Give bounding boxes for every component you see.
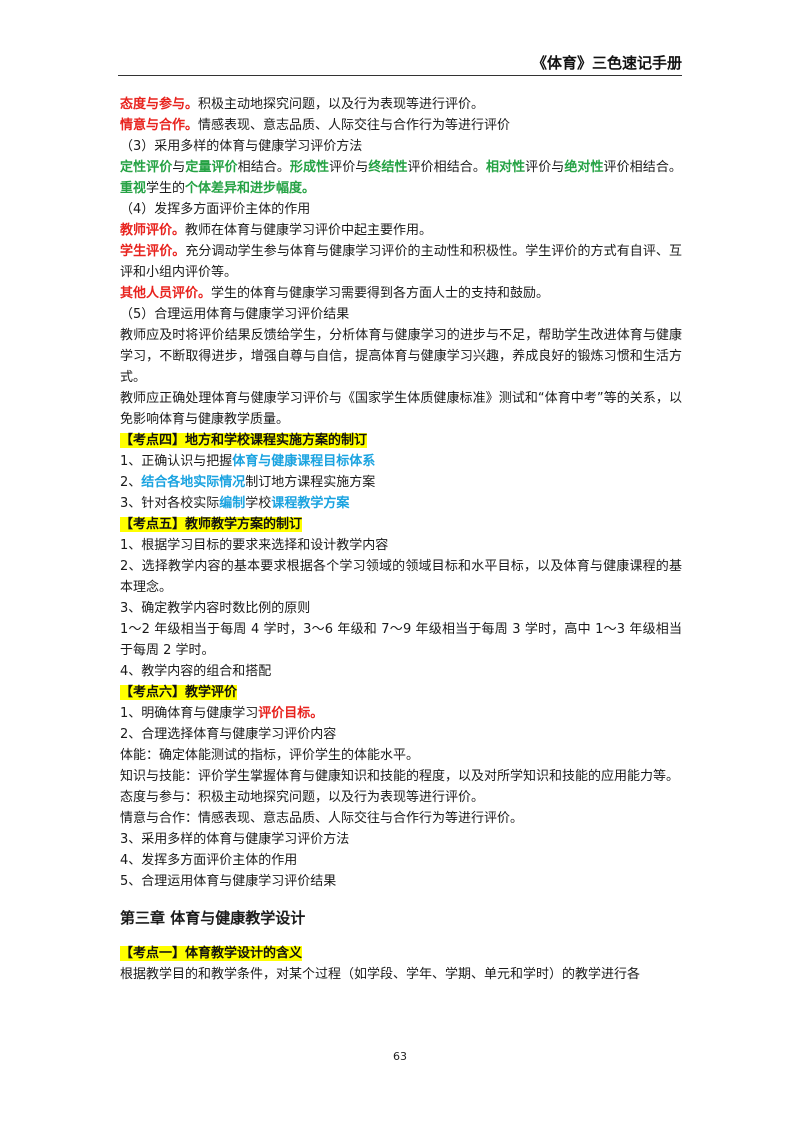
green-term: 终结性	[368, 160, 408, 175]
paragraph: （5）合理运用体育与健康学习评价结果	[120, 307, 350, 322]
list-item: 3、采用多样的体育与健康学习评价方法	[120, 832, 350, 847]
green-term: 重视	[120, 181, 147, 196]
text: 学校	[245, 496, 272, 511]
list-item: 2、结合各地实际情况制订地方课程实施方案	[120, 472, 682, 493]
blue-term: 编制	[219, 496, 246, 511]
red-term: 态度与参与。	[120, 97, 199, 112]
text: 3、针对各校实际	[120, 496, 220, 511]
header-rule	[118, 75, 682, 76]
paragraph: 态度与参与。积极主动地探究问题，以及行为表现等进行评价。	[120, 94, 682, 115]
green-term: 绝对性	[564, 160, 604, 175]
page-number: 63	[393, 1050, 407, 1063]
text: 1、明确体育与健康学习	[120, 706, 259, 721]
text: 学生的	[146, 181, 186, 196]
list-item: 1、根据学习目标的要求来选择和设计教学内容	[120, 538, 389, 553]
paragraph: 知识与技能：评价学生掌握体育与健康知识和技能的程度，以及对所学知识和技能的应用能…	[120, 769, 680, 784]
green-term: 相对性	[485, 160, 526, 175]
red-term: 学生评价。	[120, 244, 186, 259]
text: 积极主动地探究问题，以及行为表现等进行评价。	[198, 97, 485, 112]
text: 与	[172, 160, 186, 175]
section-heading: 【考点五】教师教学方案的制订	[120, 514, 682, 535]
highlighted-heading: 【考点五】教师教学方案的制订	[120, 517, 303, 532]
list-item: 4、教学内容的组合和搭配	[120, 664, 272, 679]
green-term: 定性评价	[120, 160, 173, 175]
text: 评价与	[329, 160, 369, 175]
text: 相结合。	[237, 160, 290, 175]
list-item: 3、确定教学内容时数比例的原则	[120, 601, 311, 616]
text: 学生的体育与健康学习需要得到各方面人士的支持和鼓励。	[211, 286, 550, 301]
list-item: 2、选择教学内容的基本要求根据各个学习领域的领域目标和水平目标，以及体育与健康课…	[120, 559, 682, 595]
green-term: 形成性	[289, 160, 330, 175]
paragraph: 教师应及时将评价结果反馈给学生，分析体育与健康学习的进步与不足，帮助学生改进体育…	[120, 328, 682, 385]
running-header: 《体育》三色速记手册	[531, 54, 682, 72]
paragraph: 教师评价。教师在体育与健康学习评价中起主要作用。	[120, 220, 682, 241]
text: 情感表现、意志品质、人际交往与合作行为等进行评价	[198, 118, 511, 133]
page-content: 态度与参与。积极主动地探究问题，以及行为表现等进行评价。 情意与合作。情感表现、…	[120, 94, 682, 985]
highlighted-heading: 【考点一】体育教学设计的含义	[120, 946, 303, 961]
red-term: 教师评价。	[120, 223, 186, 238]
paragraph: 其他人员评价。学生的体育与健康学习需要得到各方面人士的支持和鼓励。	[120, 283, 682, 304]
paragraph: 定性评价与定量评价相结合。形成性评价与终结性评价相结合。相对性评价与绝对性评价相…	[120, 157, 682, 199]
paragraph: 体能：确定体能测试的指标，评价学生的体能水平。	[120, 748, 420, 763]
paragraph: 情意与合作。情感表现、意志品质、人际交往与合作行为等进行评价	[120, 115, 682, 136]
list-item: 5、合理运用体育与健康学习评价结果	[120, 874, 337, 889]
blue-term: 体育与健康课程目标体系	[232, 454, 376, 469]
list-item: 4、发挥多方面评价主体的作用	[120, 853, 298, 868]
chapter-title: 第三章 体育与健康教学设计	[120, 909, 306, 927]
paragraph: （3）采用多样的体育与健康学习评价方法	[120, 139, 363, 154]
list-item: 3、针对各校实际编制学校课程教学方案	[120, 493, 682, 514]
paragraph: （4）发挥多方面评价主体的作用	[120, 202, 311, 217]
text: 评价相结合。	[407, 160, 486, 175]
text: 评价与	[525, 160, 565, 175]
text: 制订地方课程实施方案	[245, 475, 376, 490]
list-item: 1、正确认识与把握体育与健康课程目标体系	[120, 451, 682, 472]
text: 评价相结合。	[603, 160, 682, 175]
green-term: 定量评价	[185, 160, 238, 175]
text: 1、正确认识与把握	[120, 454, 233, 469]
paragraph: 态度与参与：积极主动地探究问题，以及行为表现等进行评价。	[120, 790, 485, 805]
section-heading: 【考点六】教学评价	[120, 682, 682, 703]
section-heading: 【考点一】体育教学设计的含义	[120, 943, 682, 964]
red-term: 情意与合作。	[120, 118, 199, 133]
section-heading: 【考点四】地方和学校课程实施方案的制订	[120, 430, 682, 451]
highlighted-heading: 【考点六】教学评价	[120, 685, 238, 700]
paragraph: 教师应正确处理体育与健康学习评价与《国家学生体质健康标准》测试和“体育中考”等的…	[120, 391, 682, 427]
red-term: 其他人员评价。	[120, 286, 212, 301]
highlighted-heading: 【考点四】地方和学校课程实施方案的制订	[120, 433, 368, 448]
paragraph: 情意与合作：情感表现、意志品质、人际交往与合作行为等进行评价。	[120, 811, 524, 826]
paragraph: 1～2 年级相当于每周 4 学时，3～6 年级和 7～9 年级相当于每周 3 学…	[120, 622, 682, 658]
text: 教师在体育与健康学习评价中起主要作用。	[185, 223, 433, 238]
text: 充分调动学生参与体育与健康学习评价的主动性和积极性。学生评价的方式有自评、互评和…	[120, 244, 682, 280]
paragraph: 学生评价。充分调动学生参与体育与健康学习评价的主动性和积极性。学生评价的方式有自…	[120, 241, 682, 283]
list-item: 1、明确体育与健康学习评价目标。	[120, 703, 682, 724]
red-term: 评价目标。	[258, 706, 324, 721]
list-item: 2、合理选择体育与健康学习评价内容	[120, 727, 337, 742]
paragraph: 根据教学目的和教学条件，对某个过程（如学段、学年、学期、单元和学时）的教学进行各	[120, 967, 641, 982]
green-term: 个体差异和进步幅度。	[185, 181, 316, 196]
text: 2、	[120, 475, 142, 490]
blue-term: 结合各地实际情况	[141, 475, 246, 490]
blue-term: 课程教学方案	[271, 496, 350, 511]
